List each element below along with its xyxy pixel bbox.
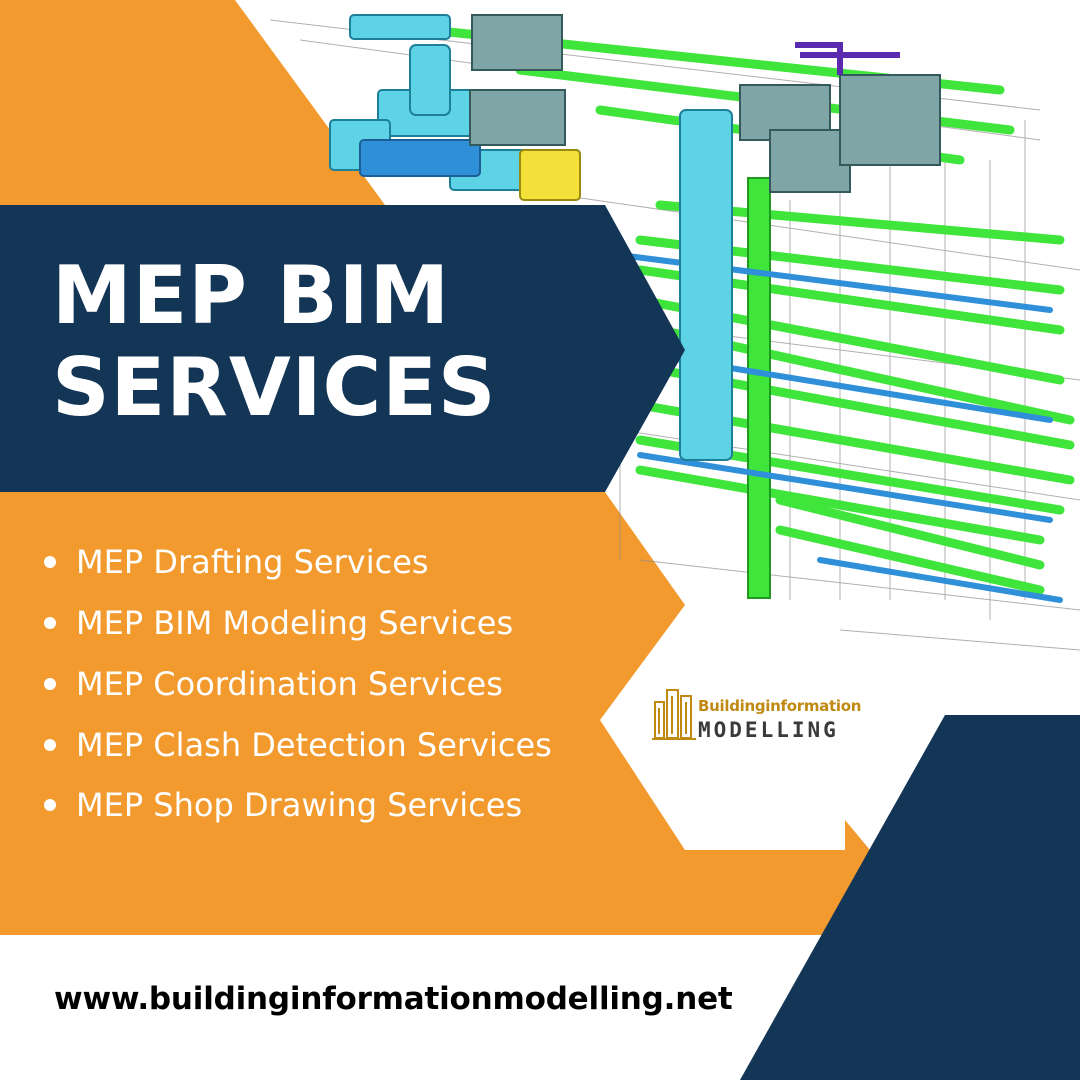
list-item: MEP BIM Modeling Services: [44, 593, 624, 654]
title-line-2: SERVICES: [52, 341, 497, 434]
logo-text-top: Buildinginformation: [698, 697, 862, 715]
orange-top-shape: [0, 0, 385, 205]
services-list: MEP Drafting Services MEP BIM Modeling S…: [44, 532, 624, 836]
mep-3d-model-image: [269, 14, 1080, 651]
building-logo-icon: [652, 689, 696, 740]
title-line-1: MEP BIM: [52, 249, 451, 342]
navy-corner-shape: [740, 715, 1080, 1080]
list-item: MEP Clash Detection Services: [44, 715, 624, 775]
list-item: MEP Coordination Services: [44, 654, 624, 715]
logo-text-bottom: MODELLING: [698, 718, 839, 742]
website-url: www.buildinginformationmodelling.net: [54, 981, 733, 1017]
company-logo: Buildinginformation MODELLING: [652, 684, 872, 744]
list-item: MEP Drafting Services: [44, 532, 624, 593]
list-item: MEP Shop Drawing Services: [44, 775, 624, 836]
orange-bottom-shape: [0, 492, 870, 935]
page-title: MEP BIM SERVICES: [52, 250, 497, 434]
navy-title-banner: [0, 205, 685, 492]
